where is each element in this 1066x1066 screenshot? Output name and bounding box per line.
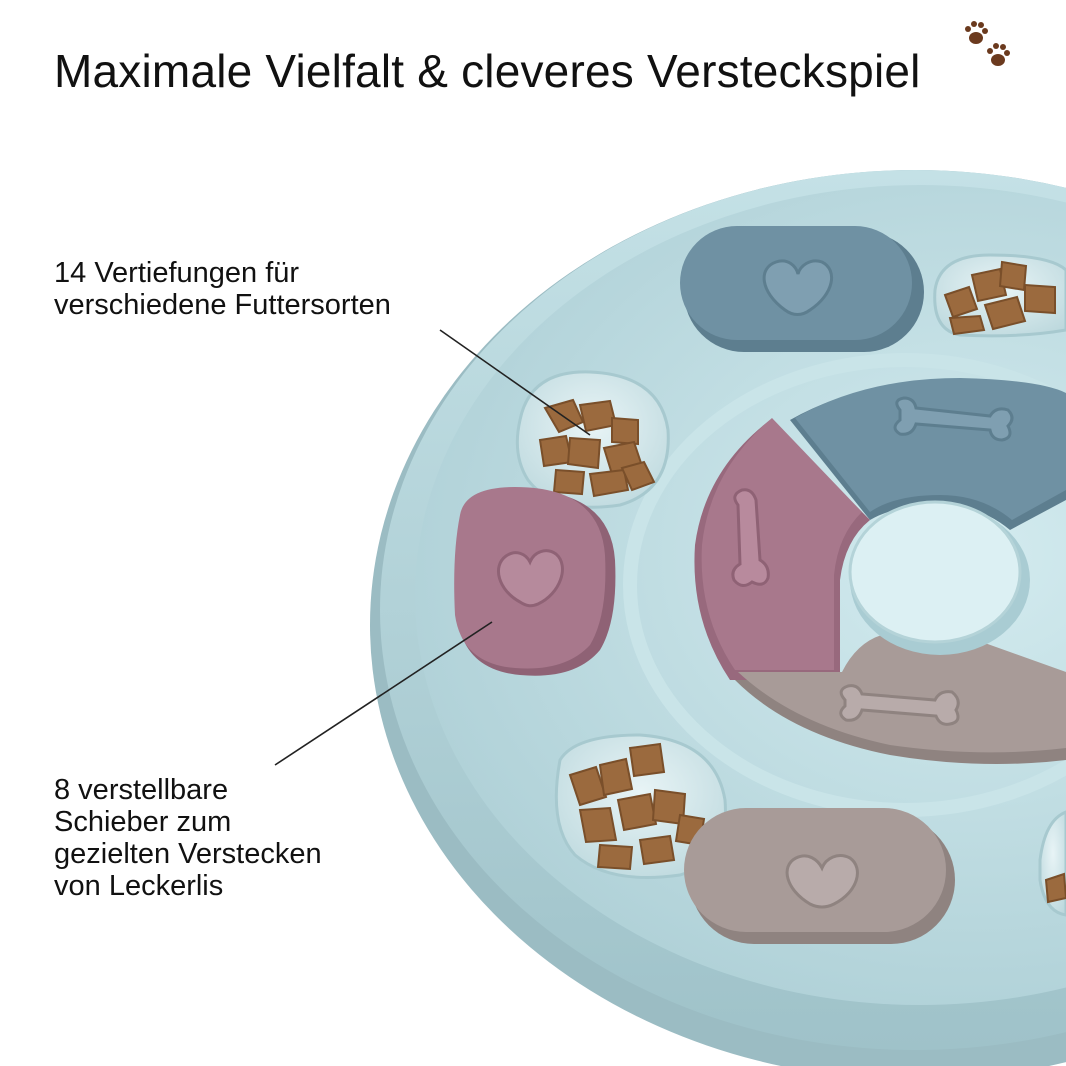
bone-emboss-icon xyxy=(839,684,960,726)
heart-emboss-icon xyxy=(785,854,859,909)
headline: Maximale Vielfalt & cleveres Versteckspi… xyxy=(54,45,921,97)
slider-slate-top xyxy=(680,226,924,352)
bone-emboss-icon xyxy=(893,396,1014,442)
caption-line: gezielten Verstecken xyxy=(54,838,322,870)
slider-mauve-left xyxy=(454,487,616,676)
food-well-lower-left xyxy=(554,733,727,879)
slider-taupe-bottom xyxy=(684,808,955,944)
caption-wells: 14 Vertiefungen für verschiedene Futters… xyxy=(54,257,391,321)
caption-line: 14 Vertiefungen für xyxy=(54,257,300,289)
heart-emboss-icon xyxy=(497,549,564,608)
caption-line: verschiedene Futtersorten xyxy=(54,289,391,321)
slider-slate-center xyxy=(790,378,1066,530)
caption-sliders: 8 verstellbare Schieber zum gezielten Ve… xyxy=(54,774,322,902)
center-knob xyxy=(848,500,1022,644)
inner-ring-groove xyxy=(623,353,1066,817)
caption-line: Schieber zum xyxy=(54,806,232,838)
pointer-line-wells xyxy=(439,329,591,436)
heart-emboss-icon xyxy=(762,259,833,316)
food-well-upper-right xyxy=(933,253,1066,338)
pointer-line-sliders xyxy=(274,621,493,766)
slider-taupe-center xyxy=(735,632,1066,764)
caption-line: von Leckerlis xyxy=(54,870,224,902)
food-well-upper-left xyxy=(515,370,670,509)
food-well-lower-right xyxy=(1038,810,1066,917)
slider-mauve-center xyxy=(694,418,870,680)
bone-emboss-icon xyxy=(731,488,770,587)
paw-prints-icon xyxy=(965,21,1010,66)
caption-line: 8 verstellbare xyxy=(54,774,229,806)
